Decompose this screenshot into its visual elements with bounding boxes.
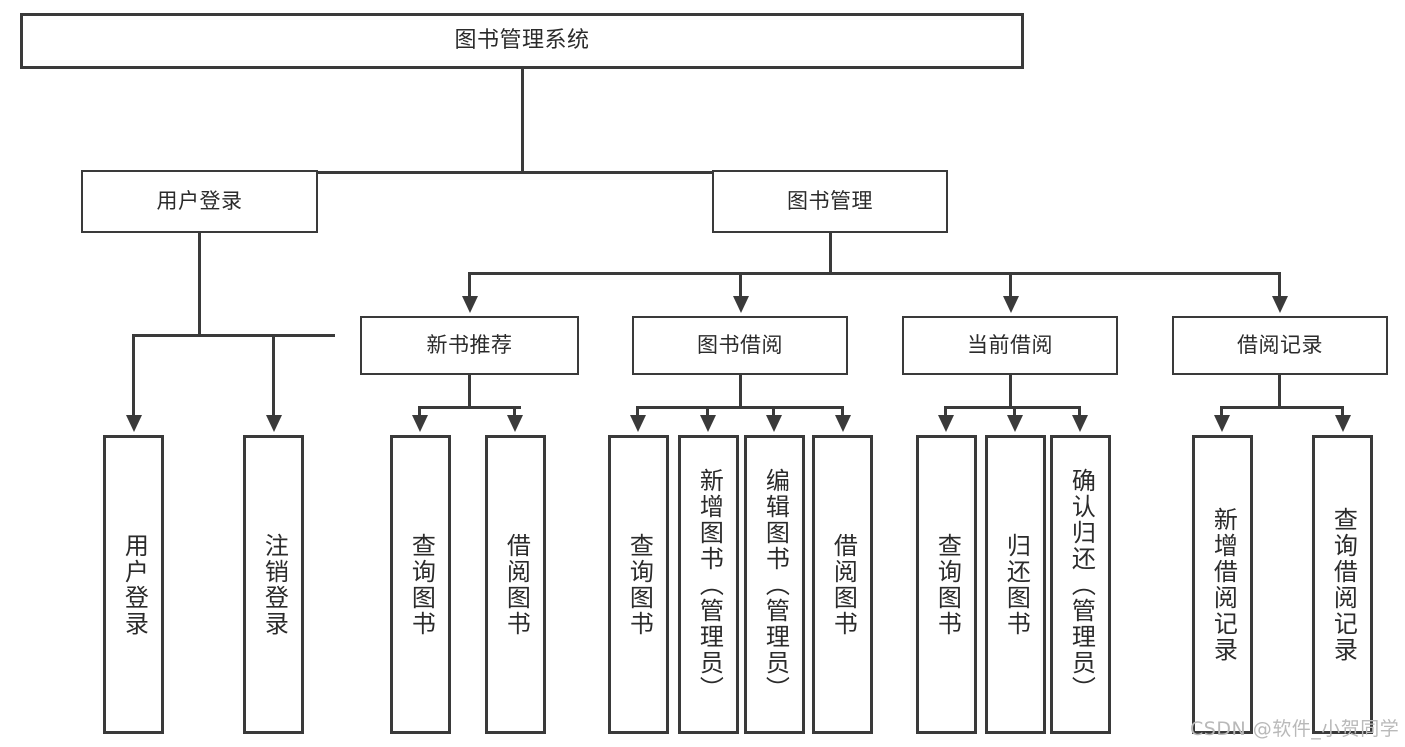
node-leaf-user-login-label: 用户登录 [120,532,149,637]
connector-cb-l2 [1013,406,1016,418]
connector-root-bar [197,171,831,174]
node-leaf-query-book-2-label: 查询图书 [625,532,654,637]
arrow-br-l1 [1214,415,1230,432]
connector-br-l2 [1341,406,1344,418]
node-leaf-query-book-2[interactable]: 查询图书 [608,435,669,734]
node-book-borrow-label: 图书借阅 [697,333,783,358]
node-leaf-add-book-label: 新增图书（管理员） [695,467,724,702]
connector-cb-l3 [1078,406,1081,418]
node-leaf-query-book-1[interactable]: 查询图书 [390,435,451,734]
connector-new-book-stem [468,375,471,408]
connector-bb-l4 [841,406,844,418]
connector-bm-to-borrow-record [1278,272,1281,298]
connector-br-l1 [1220,406,1223,418]
arrow-bm-to-borrow-record [1272,296,1288,313]
arrow-bb-l2 [700,415,716,432]
node-root-label: 图书管理系统 [454,28,590,54]
node-leaf-borrow-book-1-label: 借阅图书 [502,532,531,637]
arrow-new-book-l2 [507,415,523,432]
connector-user-login-bar [132,334,335,337]
node-borrow-record-label: 借阅记录 [1237,333,1323,358]
node-leaf-query-book-3-label: 查询图书 [933,532,962,637]
node-leaf-edit-book-label: 编辑图书（管理员） [761,467,790,702]
arrow-user-login-l2 [266,415,282,432]
connector-book-borrow-bar [636,406,844,409]
node-leaf-logout[interactable]: 注销登录 [243,435,304,734]
connector-book-manage-bar [468,272,1280,275]
node-leaf-query-book-1-label: 查询图书 [407,532,436,637]
watermark: CSDN @软件_小贺同学 [1190,718,1400,740]
connector-current-borrow-stem [1009,375,1012,408]
node-book-borrow[interactable]: 图书借阅 [632,316,848,375]
connector-user-login-stem [198,233,201,336]
node-leaf-confirm-return-label: 确认归还（管理员） [1067,467,1096,702]
node-leaf-return-book-label: 归还图书 [1002,532,1031,637]
node-leaf-return-book[interactable]: 归还图书 [985,435,1046,734]
connector-new-book-l1 [418,406,421,418]
arrow-cb-l2 [1007,415,1023,432]
node-leaf-query-record[interactable]: 查询借阅记录 [1312,435,1373,734]
node-leaf-borrow-book-2[interactable]: 借阅图书 [812,435,873,734]
node-leaf-confirm-return[interactable]: 确认归还（管理员） [1050,435,1111,734]
connector-borrow-record-bar [1220,406,1343,409]
node-borrow-record[interactable]: 借阅记录 [1172,316,1388,375]
connector-user-login-l2 [272,334,275,418]
connector-root-stem [521,69,524,173]
arrow-bb-l3 [766,415,782,432]
connector-new-book-l2 [513,406,516,418]
connector-bb-l2 [706,406,709,418]
arrow-bm-to-current-borrow [1003,296,1019,313]
connector-cb-l1 [944,406,947,418]
connector-bb-l3 [772,406,775,418]
node-leaf-query-record-label: 查询借阅记录 [1329,506,1358,663]
node-leaf-edit-book[interactable]: 编辑图书（管理员） [744,435,805,734]
arrow-br-l2 [1335,415,1351,432]
node-leaf-borrow-book-2-label: 借阅图书 [829,532,858,637]
node-new-book-rec-label: 新书推荐 [426,333,513,358]
connector-new-book-bar [418,406,521,409]
arrow-bb-l1 [630,415,646,432]
connector-user-login-l1 [132,334,135,418]
node-current-borrow-label: 当前借阅 [967,333,1053,358]
arrow-cb-l1 [938,415,954,432]
node-leaf-add-book[interactable]: 新增图书（管理员） [678,435,739,734]
node-book-manage[interactable]: 图书管理 [712,170,948,233]
node-user-login-label: 用户登录 [156,189,243,214]
connector-borrow-record-stem [1278,375,1281,408]
arrow-bb-l4 [835,415,851,432]
connector-bm-to-book-borrow [739,272,742,298]
connector-current-borrow-bar [944,406,1081,409]
arrow-new-book-l1 [412,415,428,432]
connector-bb-l1 [636,406,639,418]
node-leaf-user-login[interactable]: 用户登录 [103,435,164,734]
node-leaf-add-record-label: 新增借阅记录 [1209,506,1238,663]
connector-book-manage-stem [829,233,832,274]
node-user-login[interactable]: 用户登录 [81,170,318,233]
connector-book-borrow-stem [739,375,742,408]
node-new-book-rec[interactable]: 新书推荐 [360,316,579,375]
node-current-borrow[interactable]: 当前借阅 [902,316,1118,375]
connector-bm-to-current-borrow [1009,272,1012,298]
arrow-bm-to-book-borrow [733,296,749,313]
node-leaf-logout-label: 注销登录 [260,532,289,637]
node-leaf-add-record[interactable]: 新增借阅记录 [1192,435,1253,734]
node-leaf-borrow-book-1[interactable]: 借阅图书 [485,435,546,734]
arrow-cb-l3 [1072,415,1088,432]
arrow-user-login-l1 [126,415,142,432]
node-leaf-query-book-3[interactable]: 查询图书 [916,435,977,734]
connector-bm-to-new-book [468,272,471,298]
node-book-manage-label: 图书管理 [787,189,873,214]
arrow-bm-to-new-book [462,296,478,313]
node-root[interactable]: 图书管理系统 [20,13,1024,69]
